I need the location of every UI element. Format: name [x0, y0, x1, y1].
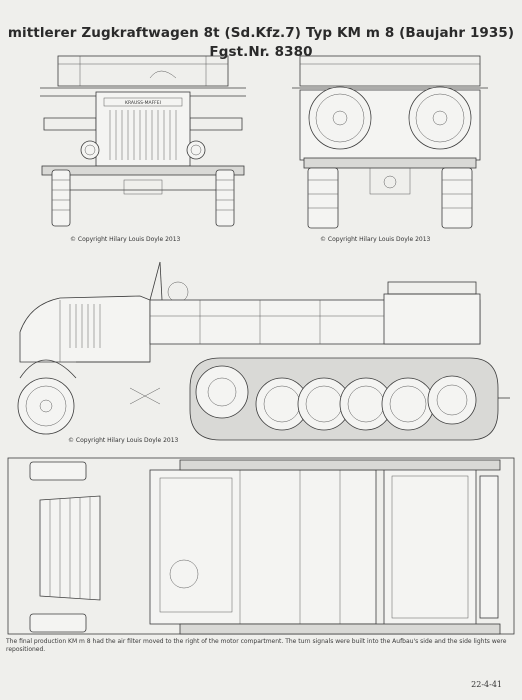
side-view-drawing — [17, 261, 510, 441]
page-number: 22-4-41 — [471, 680, 502, 689]
front-view-copyright: © Copyright Hilary Louis Doyle 2013 — [70, 236, 181, 243]
drawing-title: mittlerer Zugkraftwagen 8t (Sd.Kfz.7) Ty… — [7, 25, 515, 41]
figure-caption: The final production KM m 8 had the air … — [6, 638, 507, 653]
rear-view-copyright: © Copyright Hilary Louis Doyle 2013 — [320, 236, 431, 243]
top-view-drawing — [7, 457, 515, 635]
side-view-copyright: © Copyright Hilary Louis Doyle 2013 — [68, 437, 179, 444]
grille-badge-text: KRAUSS-MAFFEI — [125, 100, 161, 106]
rear-view-drawing — [292, 55, 488, 229]
front-view-drawing: KRAUSS-MAFFEI — [40, 55, 246, 227]
chassis-number: Fgst.Nr. 8380 — [209, 44, 313, 60]
